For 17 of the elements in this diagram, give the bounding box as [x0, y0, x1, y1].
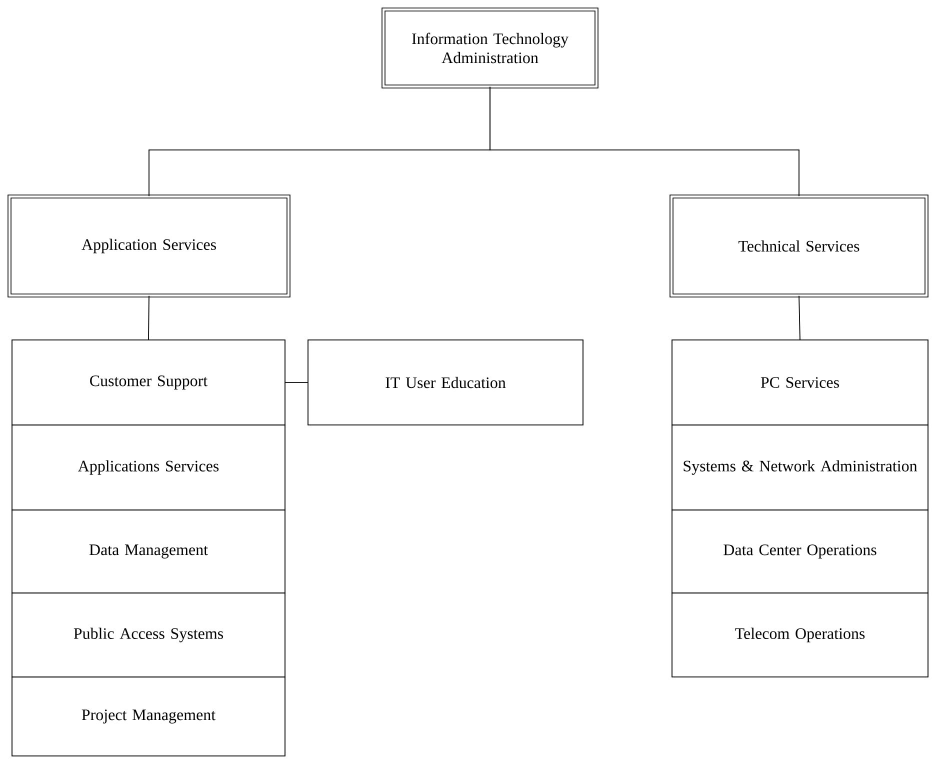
unit-box: Data Center Operations	[672, 510, 928, 594]
unit-box: Application Services	[8, 194, 290, 298]
unit-box: Project Management	[12, 676, 286, 756]
unit-box: Systems & Network Administration	[672, 424, 928, 510]
unit-box: Data Management	[12, 510, 286, 594]
unit-box: Telecom Operations	[672, 592, 928, 678]
unit-box: PC Services	[672, 340, 928, 426]
connector-line	[285, 382, 308, 383]
connector-line	[148, 295, 150, 340]
unit-box: IT User Education	[308, 340, 584, 426]
unit-box: Customer Support	[12, 340, 286, 426]
unit-box: Public Access Systems	[12, 592, 286, 678]
unit-box: Information Technology Administration	[382, 8, 598, 88]
connector-line	[490, 86, 800, 197]
connector-line	[798, 295, 800, 340]
unit-box: Applications Services	[12, 424, 286, 510]
unit-box: Technical Services	[670, 194, 928, 298]
